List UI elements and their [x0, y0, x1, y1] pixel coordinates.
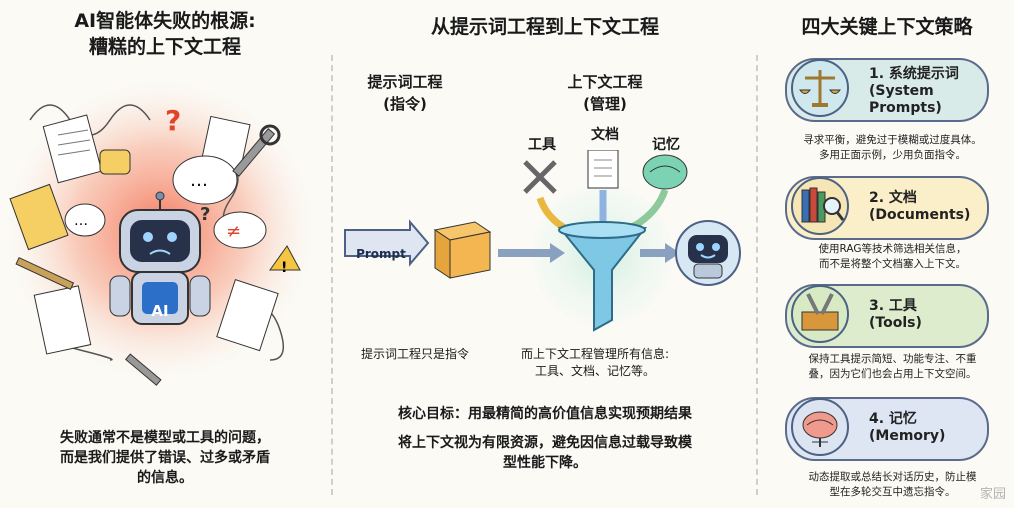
document-icon	[9, 183, 69, 251]
card3-desc-line2: 叠，因为它们也会占用上下文空间。	[808, 368, 977, 380]
package-box-icon	[433, 221, 492, 279]
sad-robot-icon	[109, 191, 211, 325]
wrench-icon	[125, 353, 162, 386]
context-eng-title: 上下文工程	[567, 73, 643, 91]
question-mark-icon: ?	[165, 104, 181, 137]
svg-text:…: …	[74, 213, 88, 229]
card4-name-line2: (Memory)	[869, 428, 946, 444]
scale-icon	[791, 59, 849, 117]
context-note-line1: 而上下文工程管理所有信息:	[520, 347, 670, 361]
context-note-line2: 工具、文档、记忆等。	[534, 364, 655, 378]
speech-bubble-icon	[99, 149, 131, 175]
wrench-icon	[232, 124, 281, 177]
memory-label: 记忆	[652, 137, 680, 153]
card3-name-line1: 3. 工具	[869, 298, 917, 314]
prompt-eng-title: 提示词工程	[367, 73, 443, 91]
card2-name-line2: (Documents)	[869, 207, 971, 223]
docs-label: 文档	[591, 127, 619, 143]
card4-desc-line1: 动态提取或总结长对话历史，防止模	[808, 471, 977, 483]
happy-robot-icon	[675, 220, 741, 286]
conflict-bubble-icon: ≠	[213, 211, 267, 249]
chaos-illustration: … … ≠ ? ? !	[5, 80, 315, 386]
card2-desc-line2: 而不是将整个文档塞入上下文。	[819, 258, 966, 270]
svg-text:≠: ≠	[226, 221, 241, 242]
goal2-line2: 型性能下降。	[503, 455, 587, 471]
card1-name-line2: (System	[869, 83, 934, 99]
prompt-eng-subtitle: (指令)	[383, 95, 427, 113]
left-title-line2: 糟糕的上下文工程	[88, 36, 241, 58]
brain-icon	[642, 154, 688, 190]
pencil-icon	[15, 256, 75, 290]
left-caption-line1: 失败通常不是模型或工具的问题，	[60, 430, 270, 446]
document-icon	[42, 114, 103, 184]
prompt-tag: Prompt	[356, 247, 406, 261]
speech-bubble-icon: …	[64, 203, 106, 237]
left-caption-line2: 而是我们提供了错误、过多或矛盾	[60, 450, 270, 466]
card3-desc-line1: 保持工具提示简短、功能专注、不重	[808, 353, 977, 365]
document-icon	[33, 285, 92, 355]
left-title-line1: AI智能体失败的根源:	[74, 10, 256, 32]
left-caption-line3: 的信息。	[137, 470, 193, 486]
divider-left	[331, 55, 333, 495]
card3-name-line2: (Tools)	[869, 315, 922, 331]
document-icon	[216, 279, 279, 352]
books-magnifier-icon	[791, 177, 849, 235]
card4-name-line1: 4. 记忆	[869, 411, 917, 427]
card1-name-line3: Prompts)	[869, 100, 942, 116]
svg-text:!: !	[281, 260, 287, 276]
speech-bubble-icon: …	[172, 155, 238, 205]
watermark: 家园	[979, 487, 1006, 502]
card2-desc-line1: 使用RAG等技术筛选相关信息，	[818, 243, 967, 255]
divider-right	[756, 55, 758, 495]
funnel-diagram	[344, 150, 741, 332]
warning-icon: !	[269, 245, 301, 276]
svg-text:…: …	[190, 170, 208, 191]
card1-desc-line1: 寻求平衡，避免过于模糊或过度具体。	[803, 134, 982, 146]
goal2-line1: 将上下文视为有限资源，避免因信息过载导致模	[398, 435, 692, 451]
card1-name-line1: 1. 系统提示词	[869, 66, 959, 82]
document-icon	[587, 150, 619, 189]
prompt-arrow	[344, 219, 430, 267]
toolbox-icon	[791, 285, 849, 343]
card4-desc-line2: 型在多轮交互中遗忘指令。	[829, 486, 956, 498]
card2-name-line1: 2. 文档	[869, 190, 917, 206]
wrench-icon	[523, 160, 557, 194]
tools-label: 工具	[528, 137, 556, 153]
middle-title: 从提示词工程到上下文工程	[430, 16, 659, 38]
right-title: 四大关键上下文策略	[801, 16, 973, 38]
prompt-note: 提示词工程只是指令	[360, 347, 469, 361]
context-eng-subtitle: (管理)	[583, 95, 627, 113]
left-panel: AI智能体失败的根源: 糟糕的上下文工程 … … ≠ ? ? !	[0, 0, 330, 508]
goal-text: 核心目标：用最精简的高价值信息实现预期结果	[398, 406, 692, 422]
question-mark-icon: ?	[200, 204, 210, 225]
brain-circuit-icon	[791, 398, 849, 456]
card1-desc-line2: 多用正面示例，少用负面指令。	[819, 149, 966, 161]
robot-chest-label: AI	[151, 302, 169, 320]
